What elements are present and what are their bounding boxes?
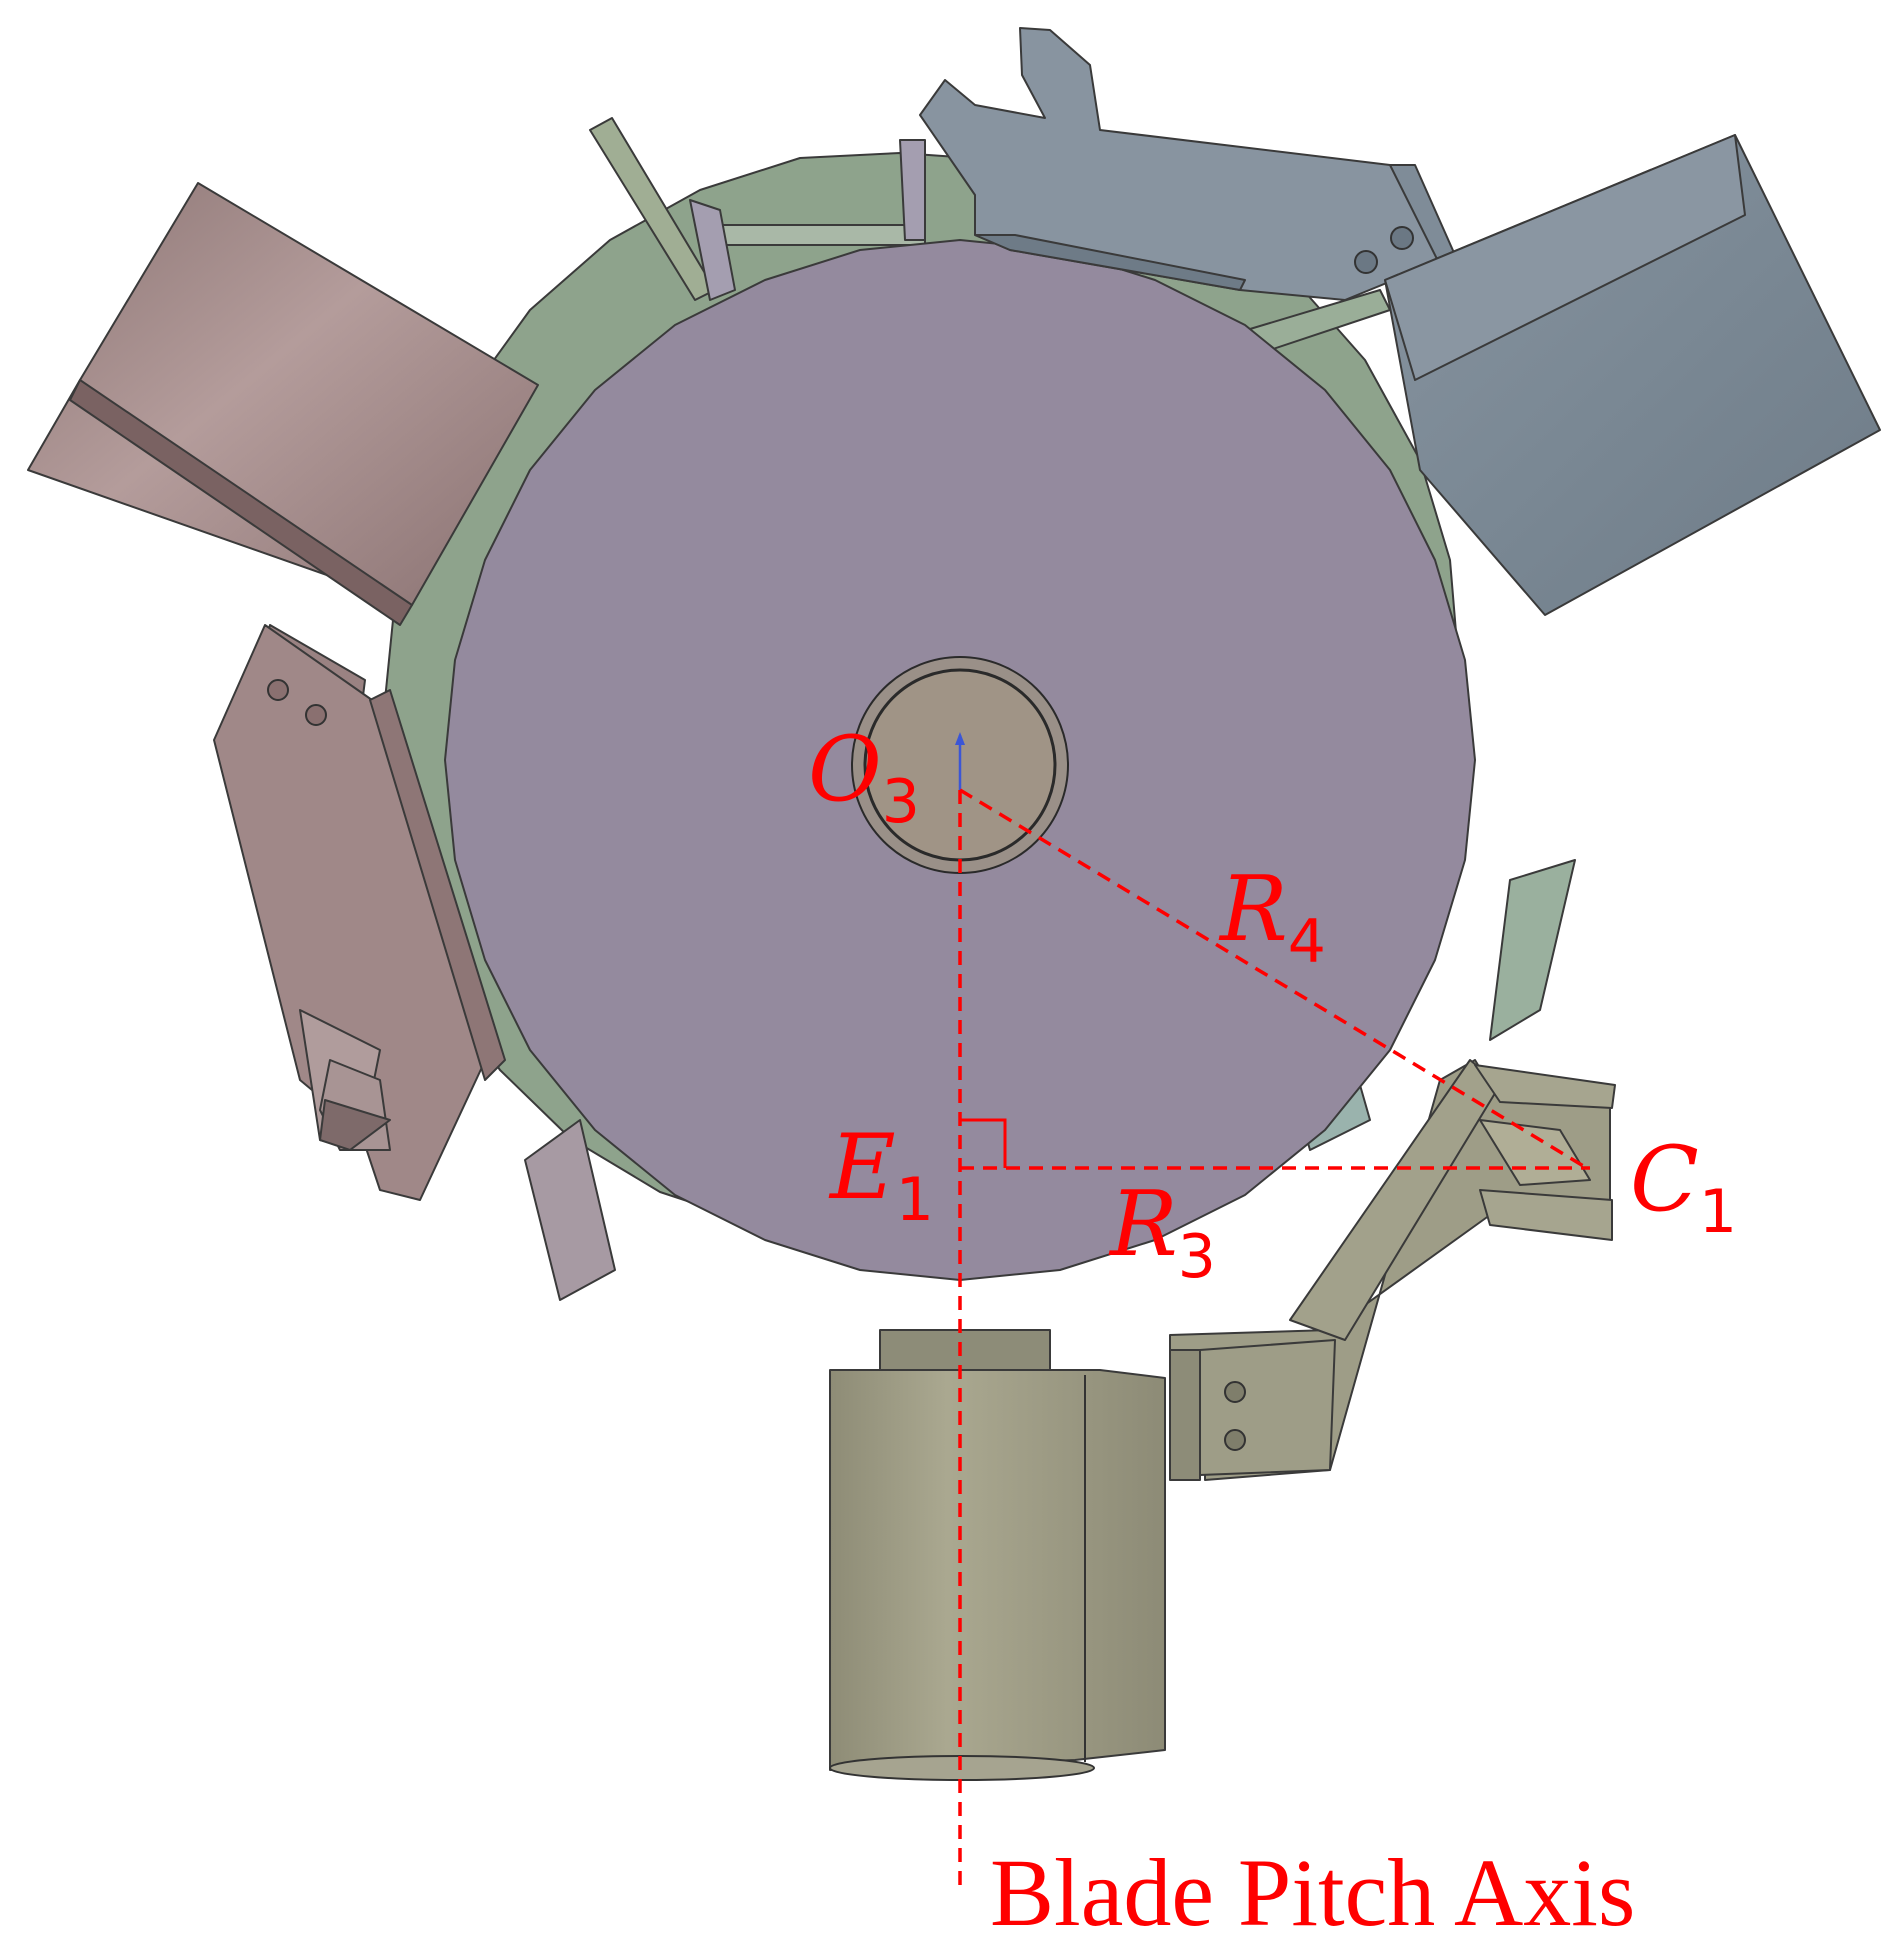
blade-pitch-axis-caption: Blade Pitch Axis [990,1839,1635,1945]
radius-r4-line [959,788,1591,1172]
blue-actuator-arm [919,27,1881,616]
label-r3: R3 [1108,1172,1216,1292]
right-angle-marker [960,1118,1007,1168]
label-c1: C1 [1630,1127,1737,1247]
green-link [589,117,926,301]
label-e1: E1 [828,1115,934,1235]
annotation-lines [958,788,1591,1888]
pink-actuator-arm [27,182,539,1201]
olive-actuator-arm [829,1059,1616,1781]
label-o3: O3 [808,717,920,837]
label-r4: R4 [1218,857,1326,977]
